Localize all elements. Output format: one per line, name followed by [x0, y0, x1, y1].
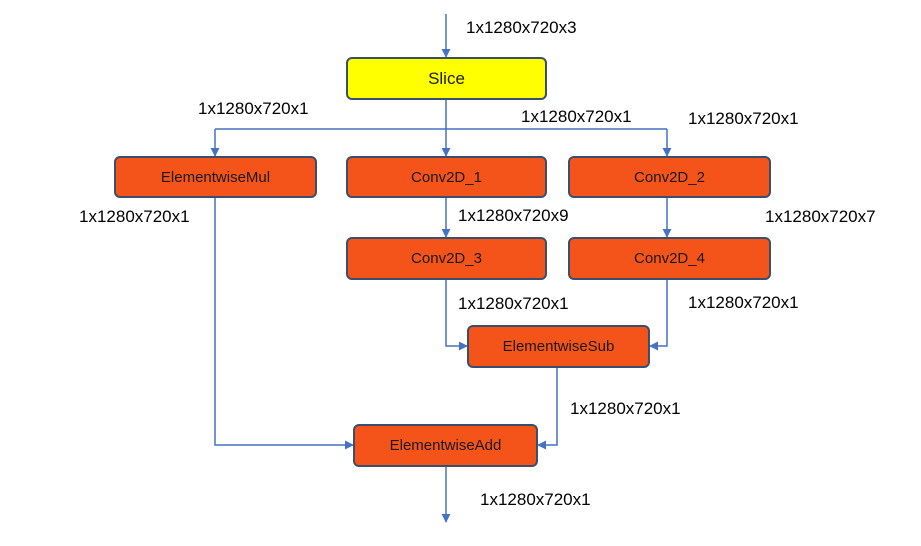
- input-shape-label: 1x1280x720x3: [466, 18, 577, 37]
- mul-output-shape-label: 1x1280x720x1: [79, 207, 190, 226]
- conv2-output-shape-label: 1x1280x720x7: [765, 207, 876, 226]
- elementwise-sub-node[interactable]: ElementwiseSub: [467, 325, 650, 368]
- slice-to-conv2-shape-label: 1x1280x720x1: [688, 109, 799, 128]
- sub-to-add-arrow: [537, 368, 558, 450]
- conv1-output-shape-label: 1x1280x720x9: [458, 206, 569, 225]
- output-shape-label: 1x1280x720x1: [480, 490, 591, 509]
- slice-to-conv1-shape-label: 1x1280x720x1: [521, 107, 632, 126]
- slice-branch-bus: [215, 100, 667, 130]
- conv3-to-sub-arrow: [445, 280, 468, 351]
- conv3-output-shape-label: 1x1280x720x1: [458, 294, 569, 313]
- elementwise-add-node[interactable]: ElementwiseAdd: [353, 424, 538, 467]
- slice-to-mul-shape-label: 1x1280x720x1: [198, 99, 309, 118]
- slice-node[interactable]: Slice: [346, 57, 547, 100]
- conv2d-3-node[interactable]: Conv2D_3: [346, 237, 547, 280]
- mul-to-add-arrow: [214, 198, 354, 450]
- conv2d-4-node[interactable]: Conv2D_4: [568, 237, 771, 280]
- conv2d-2-node[interactable]: Conv2D_2: [568, 156, 771, 198]
- sub-output-shape-label: 1x1280x720x1: [570, 399, 681, 418]
- elementwise-mul-node[interactable]: ElementwiseMul: [114, 156, 317, 198]
- conv4-to-sub-arrow: [649, 280, 668, 351]
- conv4-output-shape-label: 1x1280x720x1: [688, 293, 799, 312]
- conv2d-1-node[interactable]: Conv2D_1: [346, 156, 547, 198]
